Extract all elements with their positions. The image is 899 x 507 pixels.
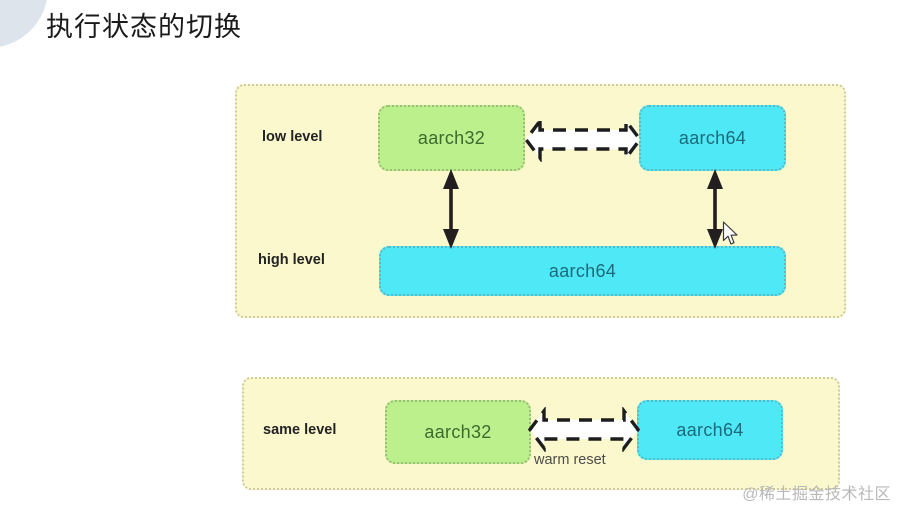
corner-accent-shape: [0, 0, 48, 48]
row-label-low-level: low level: [262, 129, 323, 145]
state-box-high-aarch64[interactable]: aarch64: [379, 246, 786, 296]
mouse-pointer-icon: [722, 221, 738, 245]
state-box-same-aarch32[interactable]: aarch32: [385, 400, 531, 464]
state-box-low-aarch64[interactable]: aarch64: [639, 105, 786, 171]
bidirectional-dashed-arrow-icon: [524, 117, 642, 162]
row-label-high-level: high level: [258, 252, 325, 268]
bidirectional-dashed-arrow-icon-warm-reset: [528, 407, 640, 452]
connector-caption-warm-reset: warm reset: [534, 452, 606, 468]
row-label-same-level: same level: [263, 422, 337, 438]
bidirectional-vertical-arrow-icon-right: [707, 169, 723, 249]
bidirectional-vertical-arrow-icon: [443, 169, 459, 249]
state-box-low-aarch32[interactable]: aarch32: [378, 105, 525, 171]
page-title: 执行状态的切换: [46, 12, 242, 42]
watermark: @稀土掘金技术社区: [742, 486, 891, 503]
state-box-same-aarch64[interactable]: aarch64: [637, 400, 783, 460]
